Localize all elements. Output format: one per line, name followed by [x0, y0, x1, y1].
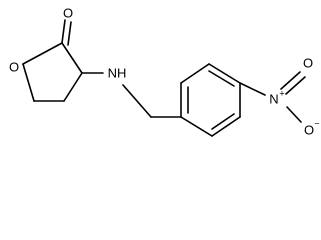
lactone-ring	[22, 19, 83, 102]
bond-c5-ring-o	[22, 63, 35, 102]
bond-b2-b3	[211, 116, 241, 137]
bond-ring-o-c2	[22, 42, 63, 65]
nitro-oxygen-bottom-charge: −	[314, 118, 319, 128]
carbonyl-double-bond-b	[67, 21, 72, 46]
bond-c3-c4	[63, 72, 83, 102]
nitro-oxygen-top-label: O	[303, 55, 313, 70]
bond-n-ch2	[122, 84, 152, 118]
atom-labels: O O NH N + O O −	[9, 5, 320, 137]
aromatic-inner-bond-2	[211, 113, 235, 130]
nitro-oxygen-bottom-label: O	[304, 122, 314, 137]
ring-oxygen-label: O	[9, 59, 19, 74]
bond-nitro-n-top-o-a	[280, 71, 301, 90]
nitro-nitrogen-label: N	[269, 91, 278, 106]
chemical-structure-diagram: O O NH N + O O −	[9, 5, 320, 137]
carbonyl-oxygen-label: O	[63, 5, 73, 20]
carbonyl-double-bond-a	[61, 19, 66, 44]
bond-b5-b6	[180, 63, 210, 84]
nitro-nitrogen-charge: +	[279, 88, 284, 98]
bond-nitro-n-bottom-o	[286, 106, 302, 123]
bond-c2-c3	[61, 42, 83, 74]
bond-b4-b5	[208, 63, 241, 84]
bond-aryl-nitro-n	[239, 82, 266, 96]
amine-linker	[81, 72, 182, 118]
nitro-group-bonds	[239, 71, 306, 123]
aromatic-inner-bond-3	[208, 70, 235, 87]
bond-nitro-n-top-o-b	[285, 76, 306, 95]
amine-label: NH	[108, 65, 127, 80]
bond-b1-b2	[180, 116, 213, 137]
benzene-ring	[180, 63, 241, 137]
